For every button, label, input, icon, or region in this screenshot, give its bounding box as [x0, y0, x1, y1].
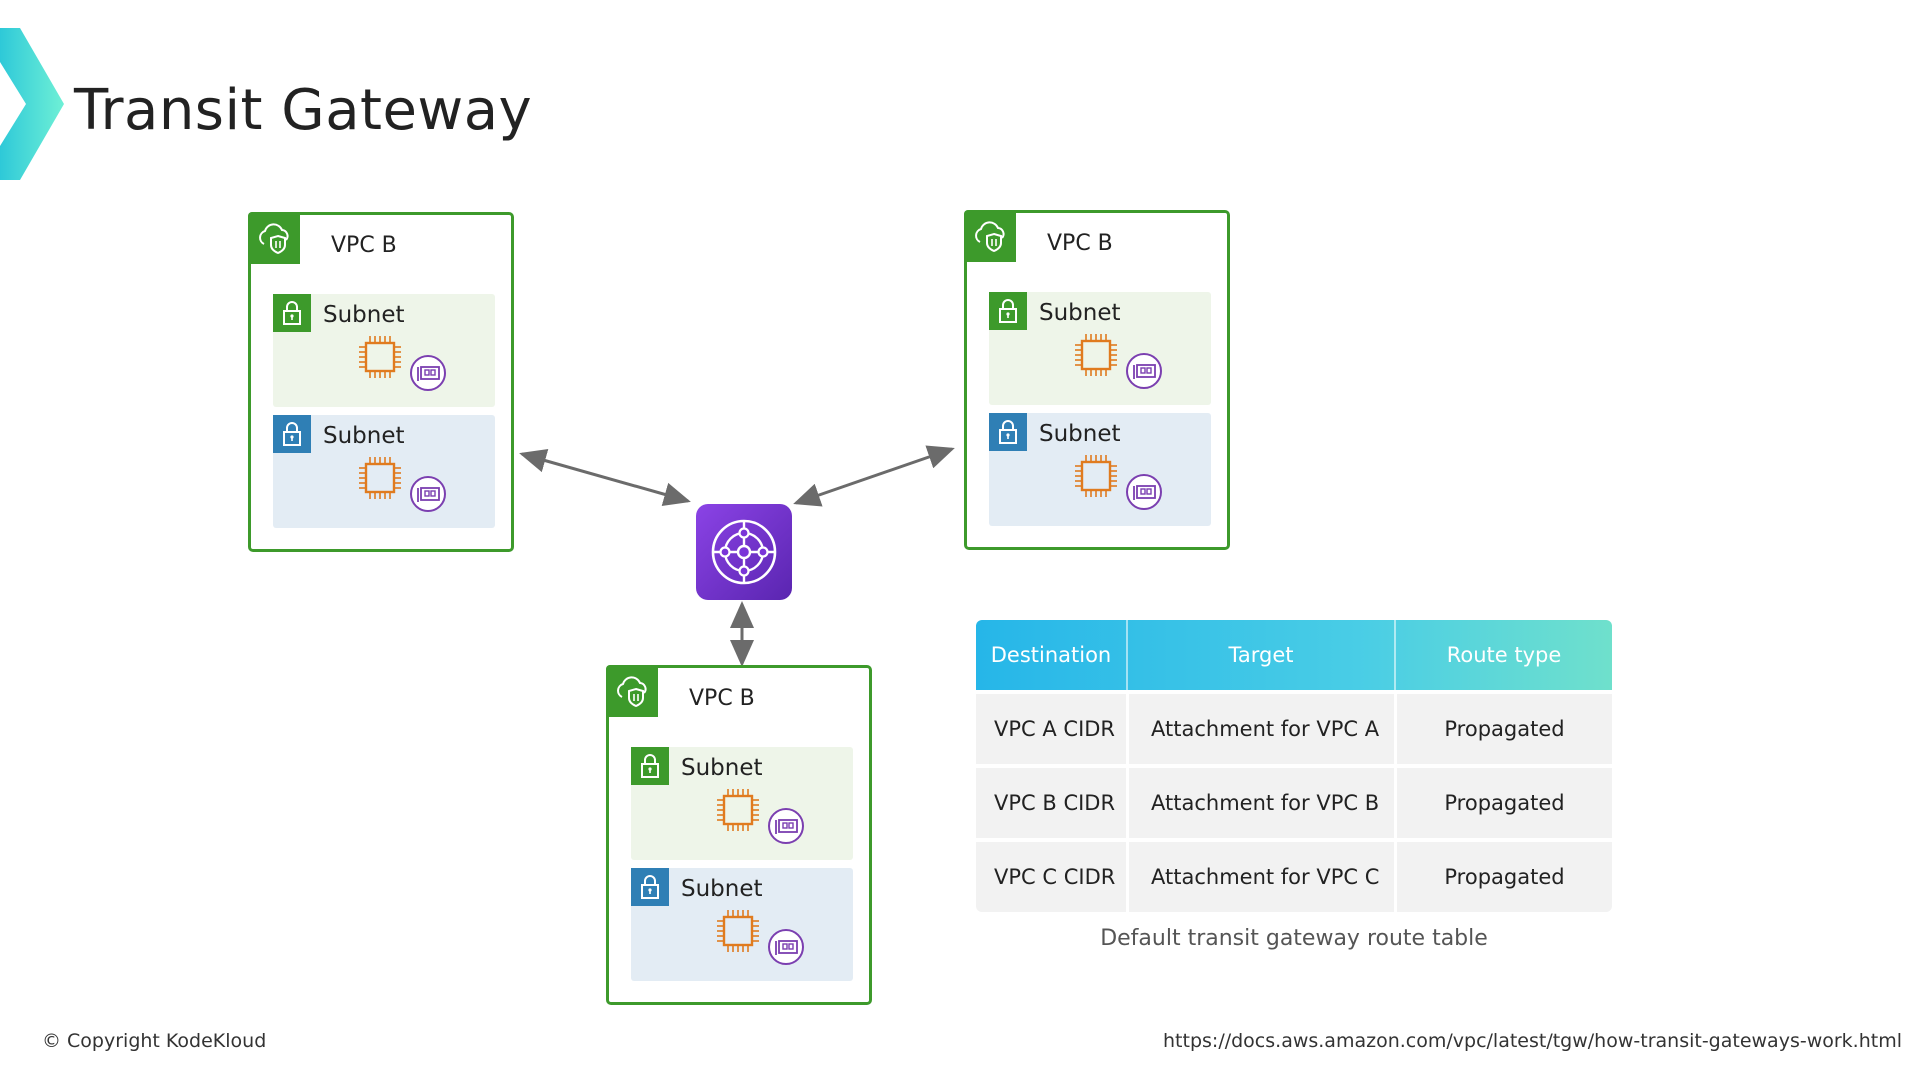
subnet-public: Subnet	[273, 415, 495, 528]
ec2-chip-icon	[1075, 334, 1117, 376]
subnet-private: Subnet	[989, 292, 1211, 405]
vpc-cloud-shield-icon	[964, 210, 1016, 262]
lock-icon	[631, 747, 669, 785]
vpc-cloud-shield-icon	[606, 665, 658, 717]
cell-route-type: Propagated	[1394, 842, 1612, 912]
transit-gateway-icon	[696, 504, 792, 600]
subnet-private: Subnet	[273, 294, 495, 407]
lock-icon	[631, 868, 669, 906]
vpc-label: VPC B	[331, 233, 397, 258]
network-interface-icon	[410, 355, 446, 391]
network-interface-icon	[1126, 353, 1162, 389]
source-url[interactable]: https://docs.aws.amazon.com/vpc/latest/t…	[1163, 1030, 1902, 1052]
network-interface-icon	[768, 808, 804, 844]
arrow-left-vpc	[519, 448, 691, 507]
subnet-private: Subnet	[631, 747, 853, 860]
cell-destination: VPC B CIDR	[994, 791, 1116, 815]
subnet-public: Subnet	[989, 413, 1211, 526]
ec2-chip-icon	[717, 910, 759, 952]
cell-destination: VPC A CIDR	[994, 717, 1116, 741]
arrow-right-vpc	[793, 445, 955, 507]
vpc-label: VPC B	[1047, 231, 1113, 256]
vpc-label: VPC B	[689, 686, 755, 711]
subnet-label: Subnet	[681, 755, 763, 781]
vpc-box-left: VPC B Subnet Subnet	[248, 212, 514, 552]
route-table: Destination Target Route type VPC A CIDR…	[976, 620, 1612, 912]
page-title: Transit Gateway	[74, 78, 533, 143]
lock-icon	[989, 292, 1027, 330]
network-interface-icon	[768, 929, 804, 965]
cell-target: Attachment for VPC B	[1126, 768, 1394, 838]
cell-route-type: Propagated	[1394, 768, 1612, 838]
lock-icon	[273, 415, 311, 453]
ec2-chip-icon	[359, 457, 401, 499]
ec2-chip-icon	[717, 789, 759, 831]
subnet-label: Subnet	[1039, 421, 1121, 447]
subnet-label: Subnet	[681, 876, 763, 902]
route-table-header: Destination Target Route type	[976, 620, 1612, 690]
subnet-label: Subnet	[1039, 300, 1121, 326]
cell-target: Attachment for VPC C	[1126, 842, 1394, 912]
header-target: Target	[1126, 620, 1394, 690]
network-interface-icon	[1126, 474, 1162, 510]
lock-icon	[273, 294, 311, 332]
subnet-label: Subnet	[323, 302, 405, 328]
cell-route-type: Propagated	[1394, 694, 1612, 764]
vpc-box-right: VPC B Subnet Subnet	[964, 210, 1230, 550]
vpc-cloud-shield-icon	[248, 212, 300, 264]
cell-target: Attachment for VPC A	[1126, 694, 1394, 764]
subnet-label: Subnet	[323, 423, 405, 449]
copyright-text: © Copyright KodeKloud	[42, 1030, 267, 1052]
lock-icon	[989, 413, 1027, 451]
ec2-chip-icon	[1075, 455, 1117, 497]
table-row: VPC B CIDR Attachment for VPC B Propagat…	[976, 768, 1612, 838]
table-row: VPC C CIDR Attachment for VPC C Propagat…	[976, 842, 1612, 912]
chevron-logo	[0, 28, 64, 180]
network-interface-icon	[410, 476, 446, 512]
table-row: VPC A CIDR Attachment for VPC A Propagat…	[976, 694, 1612, 764]
subnet-public: Subnet	[631, 868, 853, 981]
vpc-box-bottom: VPC B Subnet Subnet	[606, 665, 872, 1005]
header-destination: Destination	[990, 643, 1112, 667]
header-route-type: Route type	[1394, 620, 1612, 690]
route-table-caption: Default transit gateway route table	[1100, 926, 1488, 951]
ec2-chip-icon	[359, 336, 401, 378]
cell-destination: VPC C CIDR	[994, 865, 1116, 889]
